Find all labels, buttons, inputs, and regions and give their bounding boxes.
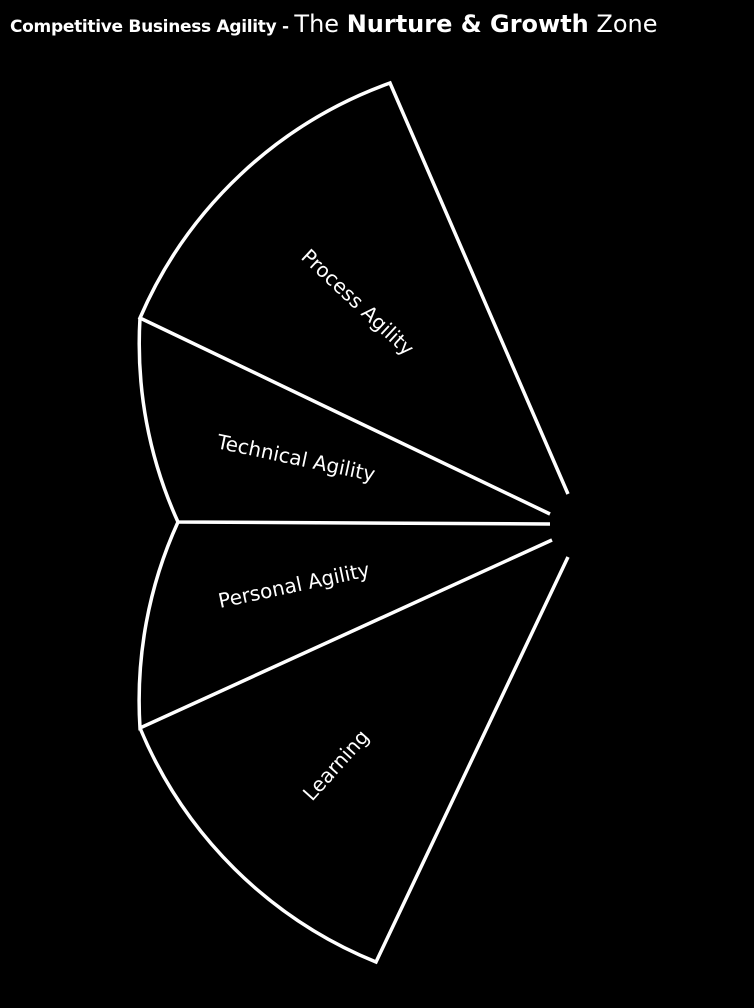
segment-process-agility[interactable]: Process Agility [137,80,570,516]
segment-label: Process Agility [297,244,419,361]
segment-label: Personal Agility [216,557,372,613]
segment-learning[interactable]: Learning [138,556,570,965]
title-suffix: Zone [588,10,658,38]
title-prefix: Competitive Business Agility - [10,17,295,37]
title-the: The [294,10,347,38]
segment-label: Technical Agility [214,429,378,486]
title-emphasis: Nurture & Growth [346,10,589,38]
segment-personal-agility[interactable]: Personal Agility [137,521,553,731]
segment-label: Learning [298,725,374,806]
page-title: Competitive Business Agility - The Nurtu… [10,10,658,38]
